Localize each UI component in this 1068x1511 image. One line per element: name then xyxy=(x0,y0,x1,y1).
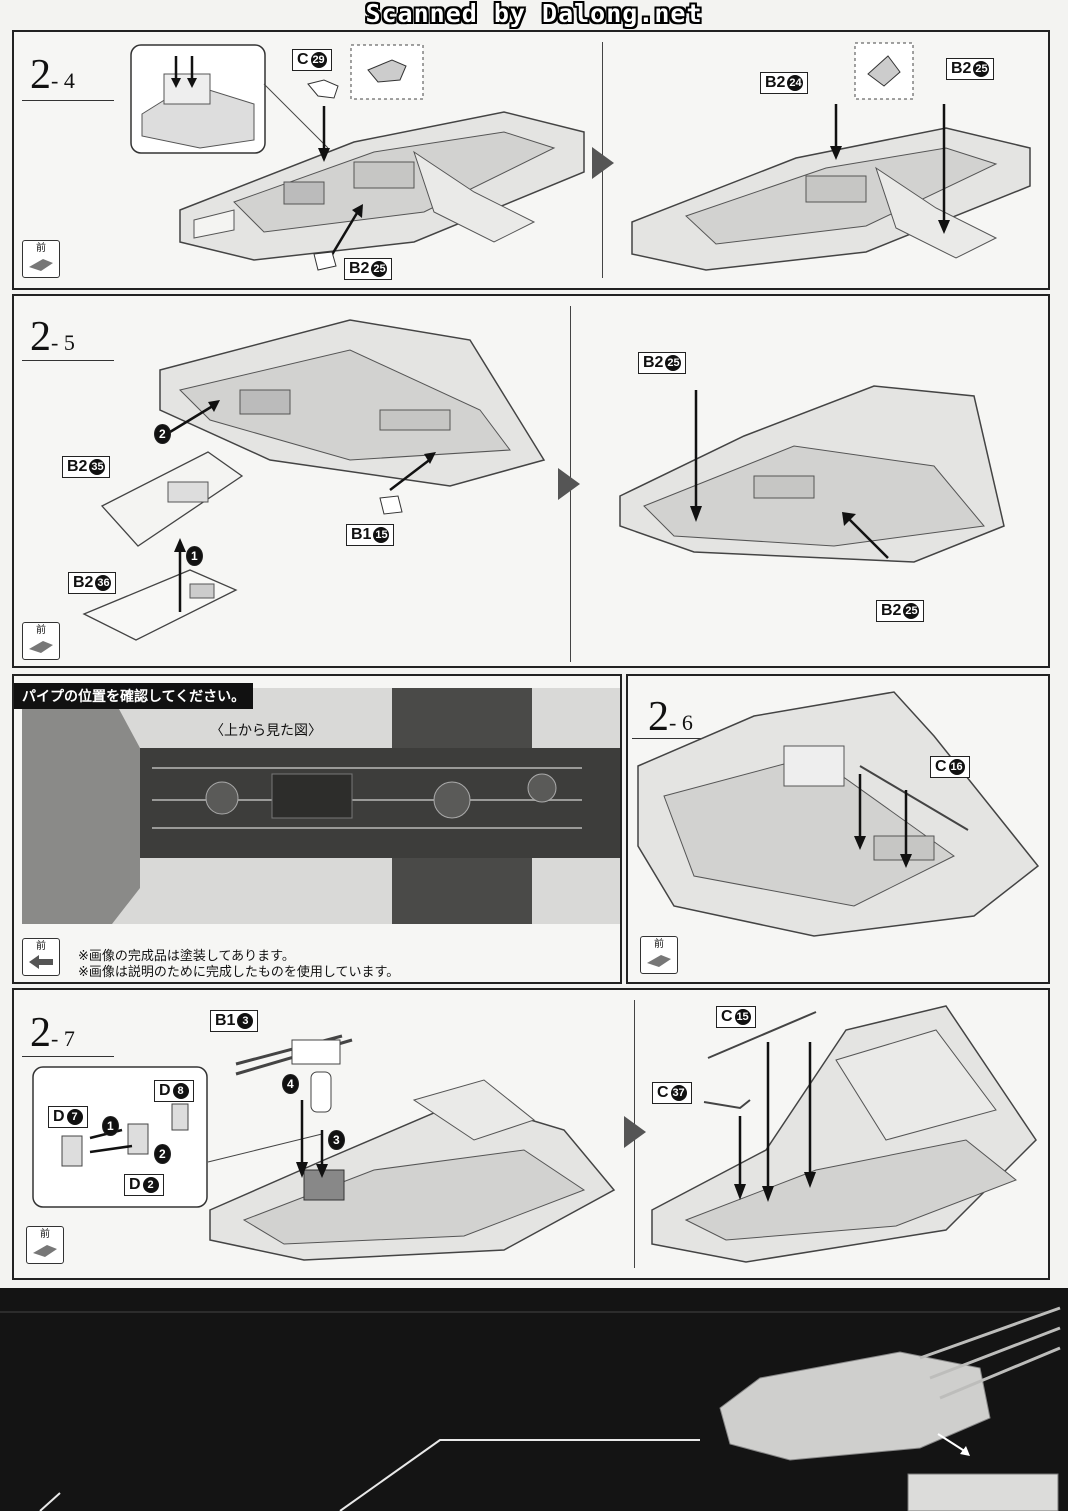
step-rule xyxy=(22,100,114,101)
order-mark-2: 2 xyxy=(154,1144,171,1164)
inset-detail xyxy=(130,44,266,154)
ship-model-step-2-7-result xyxy=(651,1005,1037,1263)
insert-arrow xyxy=(328,204,363,259)
part-b1-15-icon xyxy=(379,495,403,515)
insert-arrow xyxy=(830,104,842,160)
pipe-position-photo-panel: 〈上から見た図〉 前 ※画像の完成品は塗装してあります。 ※画像は説明のために完… xyxy=(12,674,622,984)
next-arrow xyxy=(592,147,614,179)
order-mark-4: 4 xyxy=(282,1074,299,1094)
ship-top-view-photo xyxy=(22,688,620,924)
insert-arrow xyxy=(318,106,330,162)
insert-arrow xyxy=(734,1116,746,1200)
scan-watermark: Scanned by Dalong.net xyxy=(365,0,703,28)
order-mark-1: 1 xyxy=(102,1116,119,1136)
insert-arrow xyxy=(316,1130,328,1178)
ship-model-step-2-4 xyxy=(179,111,585,261)
next-arrow xyxy=(558,468,580,500)
ship-model-step-2-5-result xyxy=(619,385,1005,563)
front-direction-marker: 前 xyxy=(640,936,678,974)
ship-model-step-2-4-result xyxy=(631,127,1031,271)
part-c29-icon xyxy=(307,79,339,99)
insert-arrow xyxy=(938,104,950,234)
order-mark-3: 3 xyxy=(328,1130,345,1150)
insert-arrow xyxy=(174,538,186,612)
part-b2-35-icon xyxy=(100,451,244,547)
insert-arrow xyxy=(854,774,866,850)
part-zoom-box xyxy=(350,44,424,100)
insert-arrow xyxy=(804,1042,816,1188)
direction-arrow-icon xyxy=(29,641,53,653)
next-arrow xyxy=(624,1116,646,1148)
step-number: 2- 4 xyxy=(30,52,75,98)
direction-arrow-icon xyxy=(33,1245,57,1257)
decorative-ship-render xyxy=(0,1306,1061,1511)
insert-arrow xyxy=(900,790,912,868)
front-direction-marker: 前 xyxy=(22,240,60,278)
part-sub-assembly-icon xyxy=(310,1071,332,1113)
insert-arrow xyxy=(296,1100,308,1178)
insert-arrow xyxy=(842,512,889,559)
step-number: 2- 6 xyxy=(648,694,693,740)
step-number: 2- 7 xyxy=(30,1010,75,1056)
callout-line xyxy=(263,83,329,149)
part-b1-3-icon xyxy=(235,1034,353,1076)
note-completed: ※画像は説明のために完成したものを使用しています。 xyxy=(78,964,400,979)
step-rule xyxy=(22,360,114,361)
top-view-caption: 〈上から見た図〉 xyxy=(210,722,322,738)
order-mark-2: 2 xyxy=(154,424,171,444)
part-c16-icon xyxy=(859,765,969,831)
part-zoom-box xyxy=(854,42,914,100)
step-rule xyxy=(22,1056,114,1057)
step-number: 2- 5 xyxy=(30,314,75,360)
part-b2-25-icon xyxy=(313,251,337,271)
part-c37-icon xyxy=(703,1099,751,1110)
insert-arrow xyxy=(762,1042,774,1202)
order-mark-1: 1 xyxy=(186,546,203,566)
front-direction-marker: 前 xyxy=(26,1226,64,1264)
ship-model-step-2-6 xyxy=(637,691,1040,937)
direction-arrow-icon xyxy=(29,955,53,969)
front-direction-marker: 前 xyxy=(22,622,60,660)
ship-model-step-2-5 xyxy=(159,319,546,487)
direction-arrow-icon xyxy=(29,259,53,271)
bottom-decorative-band xyxy=(0,1288,1068,1511)
pipe-check-header: パイプの位置を確認してください。 xyxy=(14,683,254,709)
insert-arrow xyxy=(169,400,220,434)
step-rule xyxy=(632,738,720,739)
ship-model-step-2-7 xyxy=(209,1079,616,1261)
front-direction-marker: 前 xyxy=(22,938,60,976)
direction-arrow-icon xyxy=(647,955,671,967)
insert-arrow xyxy=(389,452,436,491)
insert-arrow xyxy=(690,390,702,522)
note-painted: ※画像の完成品は塗装してあります。 xyxy=(78,948,295,963)
part-c15-icon xyxy=(707,1011,817,1059)
part-b2-36-icon xyxy=(82,569,238,641)
